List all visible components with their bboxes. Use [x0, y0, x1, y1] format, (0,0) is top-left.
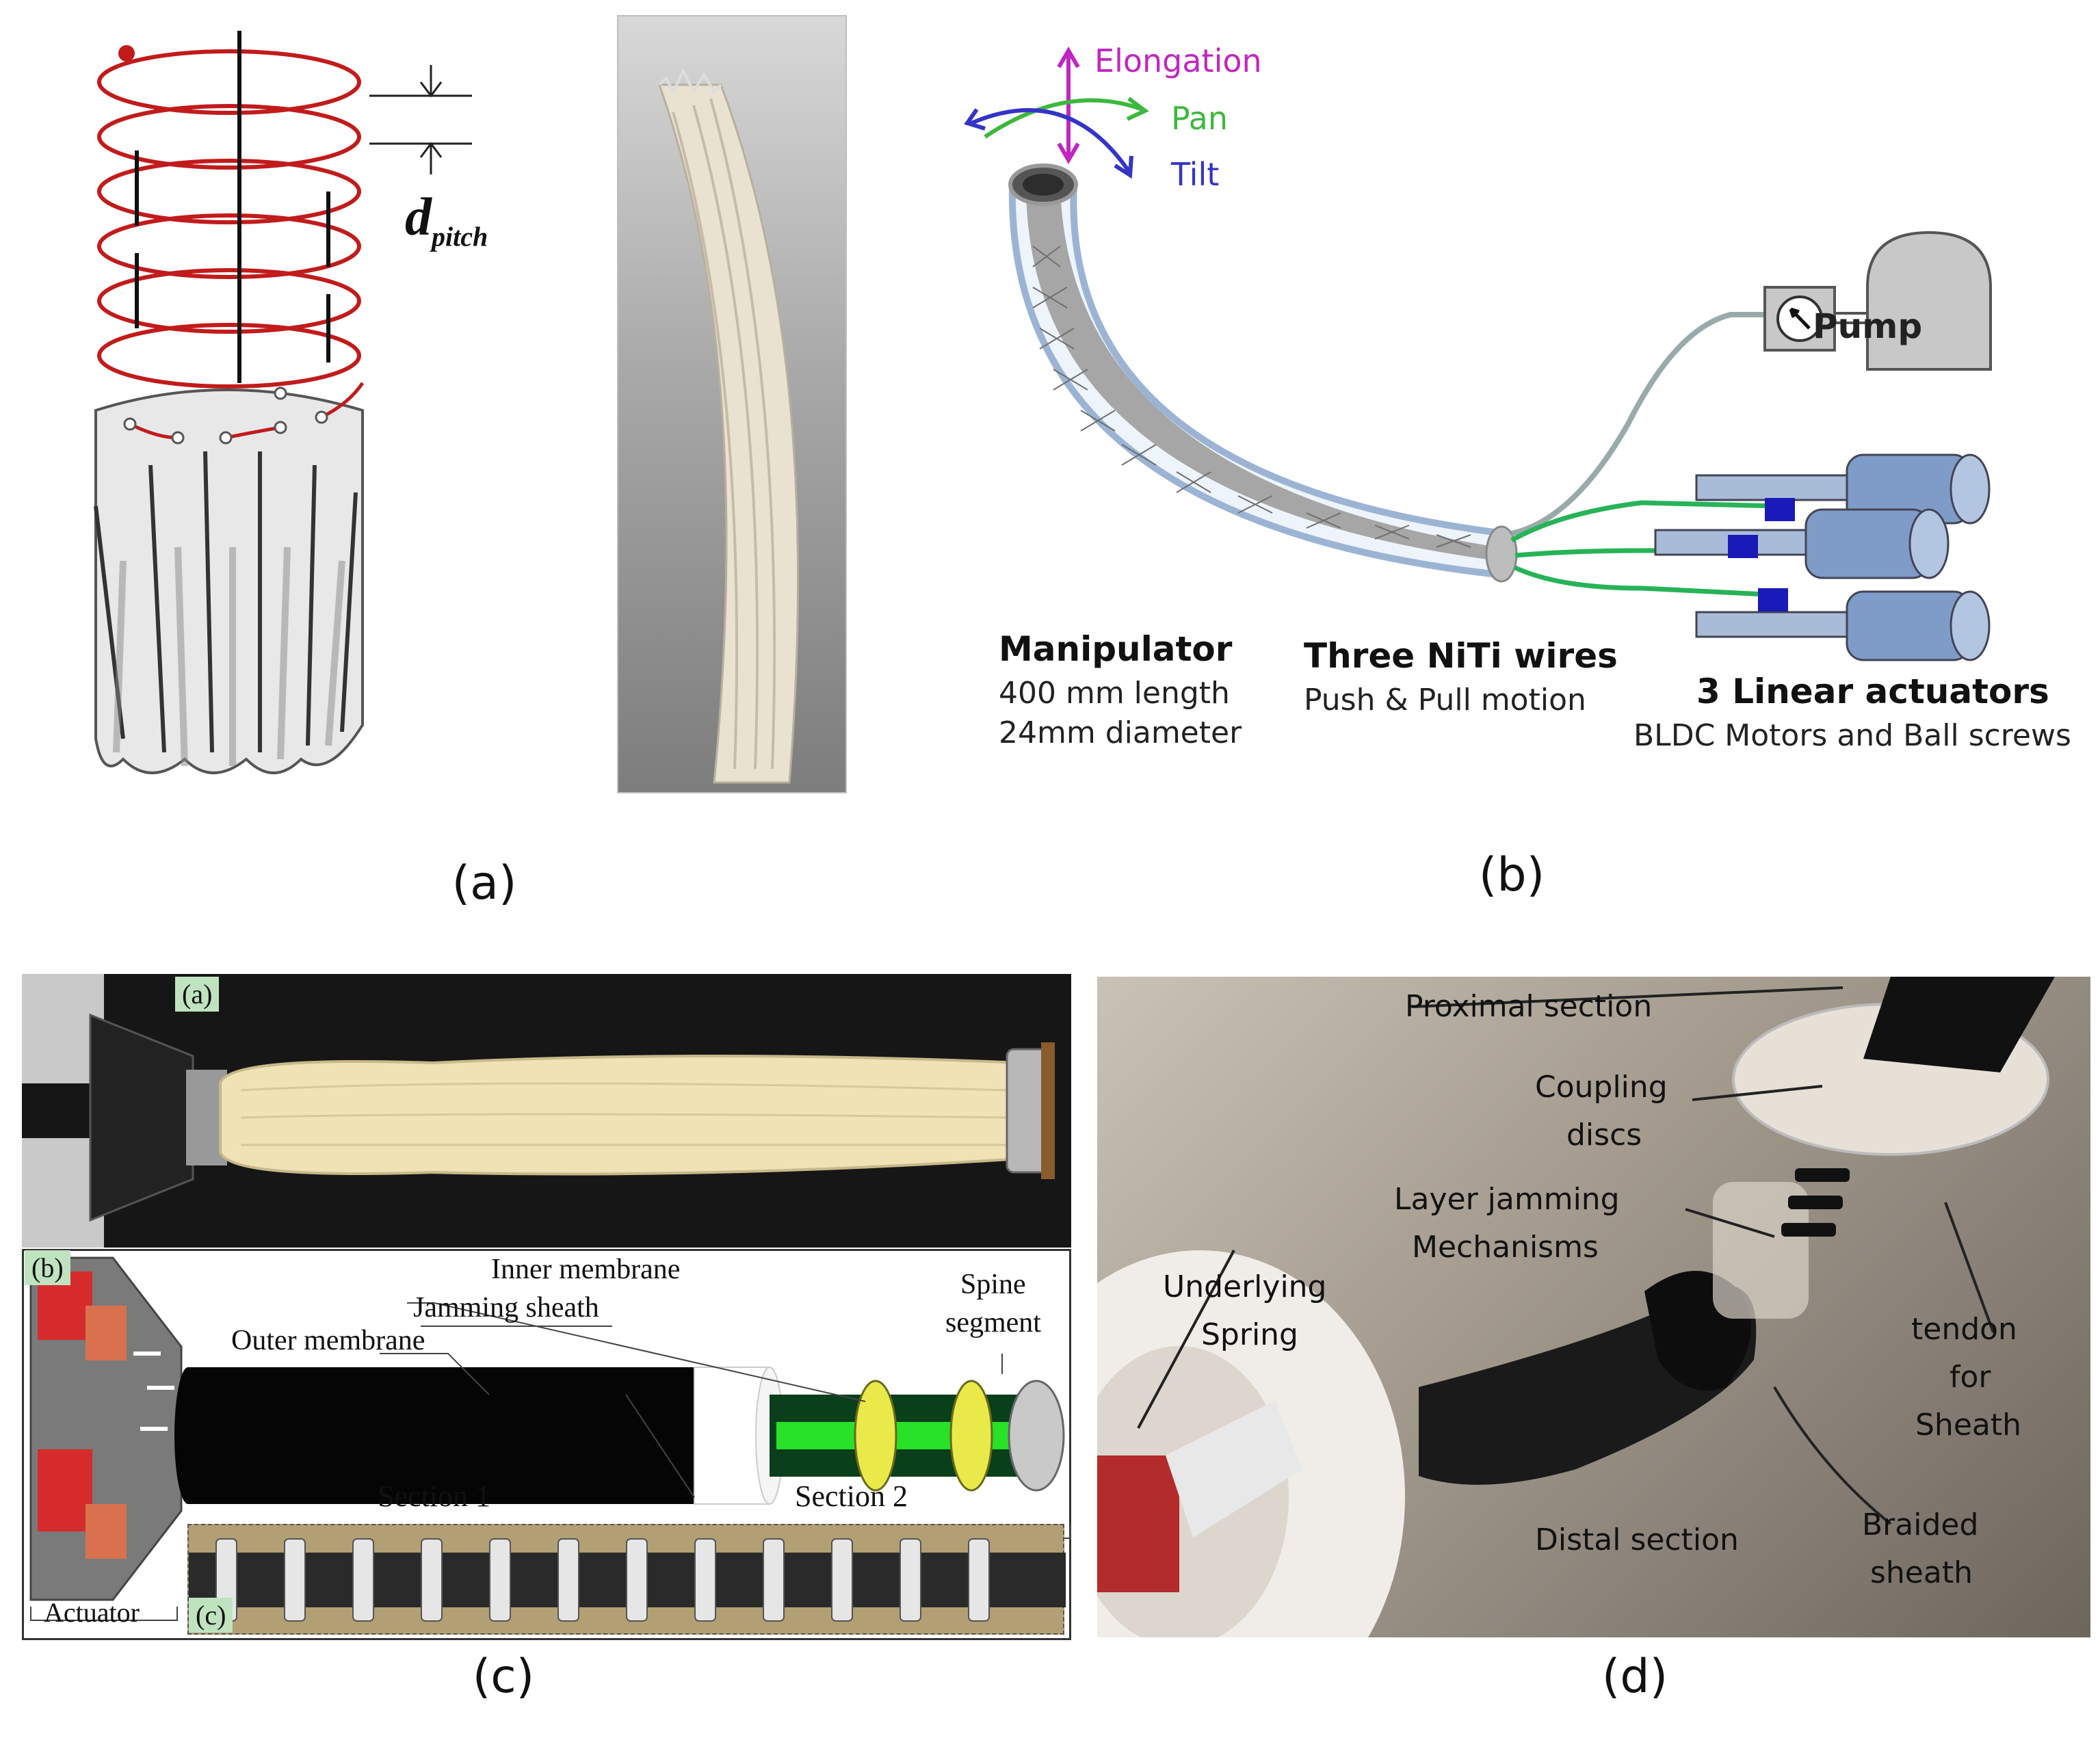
pump-label: Pump — [1813, 306, 1923, 346]
helical-pitch-illustration — [94, 31, 472, 774]
layer-jamming-label-line1: Layer jamming — [1394, 1182, 1620, 1217]
tendon-label-line2: for — [1950, 1360, 1991, 1395]
pitch-subscript: pitch — [432, 221, 488, 252]
pan-label: Pan — [1171, 100, 1229, 137]
elongation-label: Elongation — [1094, 42, 1262, 79]
continuum-robot-photo — [995, 977, 2055, 1740]
outer-membrane-label: Outer membrane — [231, 1325, 425, 1356]
manipulator-title: Manipulator — [999, 629, 1233, 669]
tilt-label: Tilt — [1171, 156, 1220, 193]
pitch-d-symbol: d — [405, 187, 432, 246]
actuators-detail: BLDC Motors and Ball screws — [1633, 718, 2071, 753]
inner-membrane-label: Inner membrane — [491, 1254, 681, 1285]
spine-label-line2: segment — [945, 1307, 1041, 1339]
caption-b: (b) — [1478, 848, 1545, 902]
actuators-title: 3 Linear actuators — [1696, 672, 2049, 711]
spring-label-line2: Spring — [1201, 1317, 1298, 1352]
wires-motion: Push & Pull motion — [1304, 683, 1586, 717]
panel-c-photo — [22, 974, 1071, 1248]
coupling-label-line2: discs — [1566, 1118, 1642, 1152]
manipulator-length: 400 mm length — [999, 676, 1230, 711]
coupling-label-line1: Coupling — [1535, 1070, 1668, 1105]
braided-label-line1: Braided — [1862, 1507, 1979, 1542]
panel-a-photo — [617, 15, 847, 793]
tendon-label-line3: Sheath — [1915, 1408, 2021, 1442]
jamming-sheath-label: Jamming sheath — [413, 1292, 599, 1323]
section1-label: Section 1 — [378, 1479, 490, 1513]
spine-label-line1: Spine — [960, 1269, 1026, 1300]
tendon-label-line1: tendon — [1911, 1312, 2017, 1347]
actuator-label: Actuator — [44, 1597, 140, 1628]
manipulator-cutaway — [29, 1256, 1071, 1621]
spring-label-line1: Underlying — [1163, 1269, 1327, 1304]
panel-c-tag-c: (c) — [189, 1598, 233, 1633]
curved-manipulator-photo — [657, 68, 799, 784]
spine-segments — [189, 1538, 1066, 1622]
panel-c-spine-photo — [187, 1524, 1066, 1635]
soft-manipulator-photo — [22, 974, 1055, 1248]
caption-a: (a) — [451, 856, 517, 910]
layer-jamming-label-line2: Mechanisms — [1412, 1230, 1599, 1265]
panel-c-tag-b: (b) — [25, 1250, 70, 1285]
pitch-dimension-label: dpitch — [405, 186, 488, 253]
braided-label-line2: sheath — [1870, 1555, 1973, 1590]
proximal-section-label: Proximal section — [1405, 989, 1653, 1024]
distal-section-label: Distal section — [1535, 1522, 1739, 1557]
manipulator-diameter: 24mm diameter — [999, 715, 1242, 750]
wires-title: Three NiTi wires — [1304, 636, 1618, 676]
manipulator-system-diagram — [964, 47, 1992, 661]
panel-c-tag-a: (a) — [175, 977, 220, 1012]
panel-d-photo — [995, 977, 2090, 1740]
caption-d: (d) — [1601, 1650, 1668, 1704]
caption-c: (c) — [472, 1650, 535, 1704]
section2-label: Section 2 — [795, 1479, 908, 1513]
